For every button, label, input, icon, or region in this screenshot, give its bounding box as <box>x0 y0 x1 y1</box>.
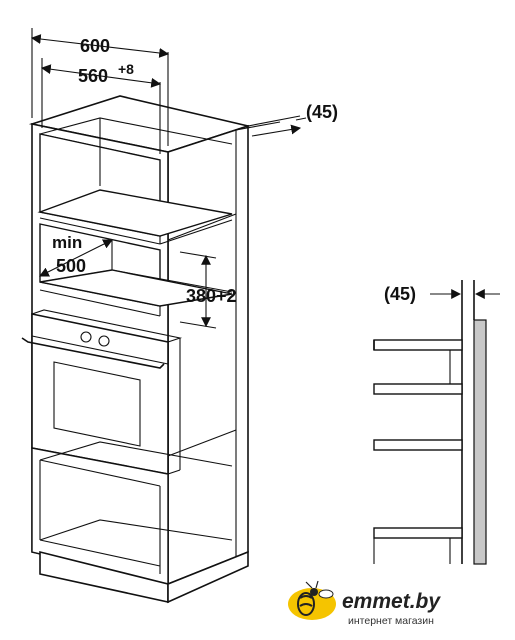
dim-45-top: (45) <box>306 102 338 122</box>
oven-knob <box>80 331 92 343</box>
wall-section <box>473 319 487 565</box>
dim-600: 600 <box>80 36 110 56</box>
dim-560-tolerance: +8 <box>118 61 134 77</box>
oven-window <box>53 361 141 447</box>
section-shelf <box>373 439 463 451</box>
oven <box>21 309 183 475</box>
dim-min-label: min <box>52 233 82 252</box>
side-section-view <box>373 280 500 565</box>
logo-brand: emmet.by <box>342 590 441 613</box>
cabinet-drawing <box>21 95 251 604</box>
section-shelf <box>373 383 463 395</box>
emmet-logo: emmet.by интернет магазин <box>288 580 441 627</box>
shelf-upper <box>37 189 233 237</box>
dimension-lines <box>30 28 307 329</box>
dim-min-value: 500 <box>56 256 86 276</box>
oven-knob <box>98 335 110 347</box>
dim-45-side: (45) <box>384 284 416 304</box>
dim-380: 380+2 <box>186 286 237 306</box>
dim-560: 560 <box>78 66 108 86</box>
logo-tagline: интернет магазин <box>348 615 434 627</box>
section-shelf <box>373 339 463 351</box>
oven-handle <box>21 337 165 369</box>
bee-icon <box>288 580 336 620</box>
section-shelf <box>373 527 463 539</box>
